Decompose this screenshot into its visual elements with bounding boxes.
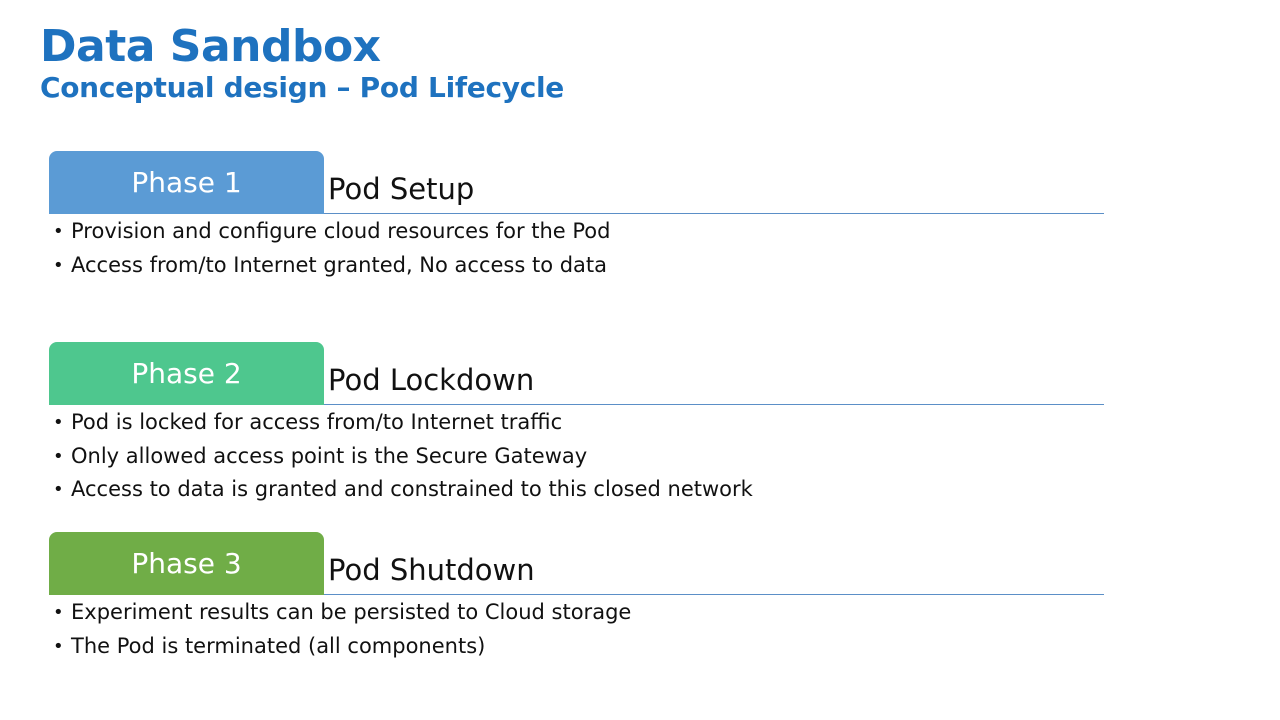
phase-3-bullet: The Pod is terminated (all components)	[49, 630, 1105, 664]
phase-3-heading: Pod Shutdown	[328, 553, 535, 587]
phase-2-bullet: Pod is locked for access from/to Interne…	[49, 406, 1105, 440]
phase-3-divider	[324, 594, 1104, 595]
phase-2-heading: Pod Lockdown	[328, 363, 535, 397]
slide-title: Data Sandbox	[40, 21, 381, 72]
slide-subtitle: Conceptual design – Pod Lifecycle	[40, 71, 564, 104]
phase-2-tab: Phase 2	[49, 342, 324, 405]
phase-2-bullets: Pod is locked for access from/to Interne…	[49, 406, 1105, 507]
phase-3-bullet: Experiment results can be persisted to C…	[49, 596, 1105, 630]
phase-1-bullet: Access from/to Internet granted, No acce…	[49, 249, 1105, 283]
phase-3-tab: Phase 3	[49, 532, 324, 595]
phase-1-divider	[324, 213, 1104, 214]
phase-1-bullet: Provision and configure cloud resources …	[49, 215, 1105, 249]
phase-2-bullet: Only allowed access point is the Secure …	[49, 440, 1105, 474]
phase-1-bullets: Provision and configure cloud resources …	[49, 215, 1105, 282]
phase-1-tab: Phase 1	[49, 151, 324, 214]
phase-2-divider	[324, 404, 1104, 405]
phase-1-heading: Pod Setup	[328, 172, 475, 206]
phase-3-bullets: Experiment results can be persisted to C…	[49, 596, 1105, 663]
phase-2-bullet: Access to data is granted and constraine…	[49, 473, 1105, 507]
